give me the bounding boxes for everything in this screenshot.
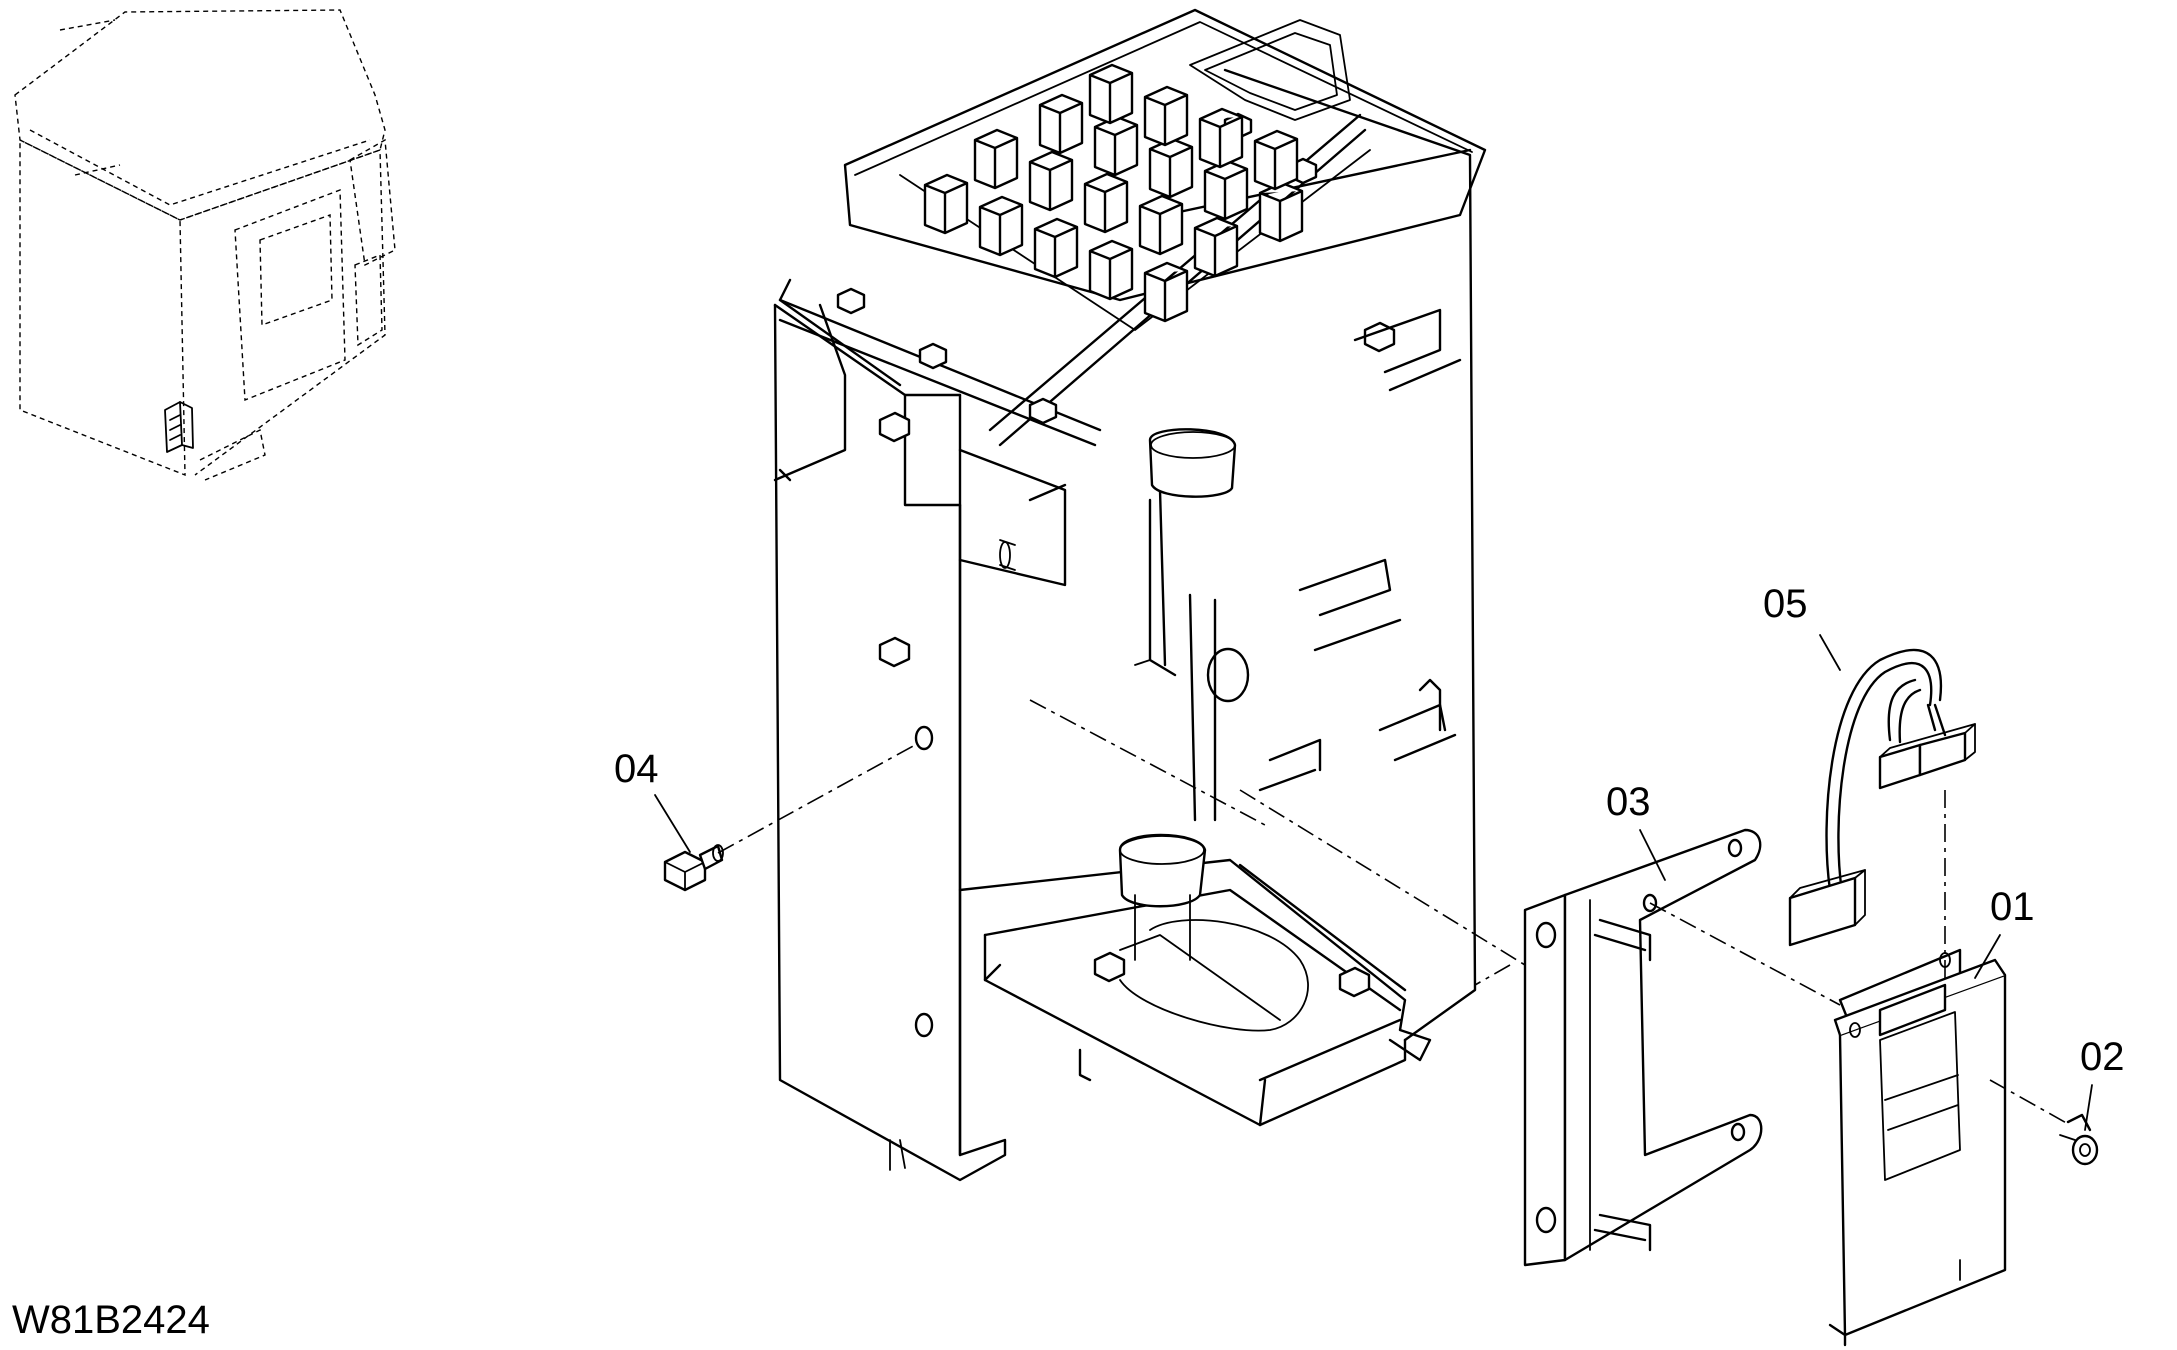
relay [1093, 115, 1139, 177]
relay [1088, 239, 1134, 301]
electrical-box-frame [773, 8, 1487, 1182]
relay [1198, 107, 1244, 169]
relay [923, 173, 969, 235]
relay [1148, 137, 1194, 199]
callout-04: 04 [614, 747, 659, 791]
relay [1143, 85, 1189, 147]
relay [1253, 129, 1299, 191]
relay [1143, 261, 1189, 323]
leader-lines [654, 634, 2093, 1131]
control-unit-part-01 [1828, 948, 2007, 1347]
relay [1088, 63, 1134, 125]
relay [1138, 194, 1184, 256]
relay [973, 128, 1019, 190]
cab-location-thumbnail [14, 9, 396, 481]
harness-part-05 [1788, 648, 1976, 947]
relay [1038, 93, 1084, 155]
relay [978, 195, 1024, 257]
relay-bank [923, 63, 1304, 323]
relay [1028, 150, 1074, 212]
relay [1193, 216, 1239, 278]
explosion-lines [717, 699, 2071, 1126]
relay [1203, 159, 1249, 221]
screw-part-02 [2059, 1113, 2099, 1166]
callout-05: 05 [1763, 582, 1808, 626]
relay [1258, 181, 1304, 243]
callout-02: 02 [2080, 1035, 2125, 1079]
relay [1033, 217, 1079, 279]
callout-01: 01 [1990, 885, 2035, 929]
relay [1083, 172, 1129, 234]
bracket-part-03 [1523, 828, 1763, 1267]
callout-03: 03 [1606, 780, 1651, 824]
drawing-code: W81B2424 [12, 1298, 210, 1342]
bolt-part-04 [663, 844, 724, 892]
